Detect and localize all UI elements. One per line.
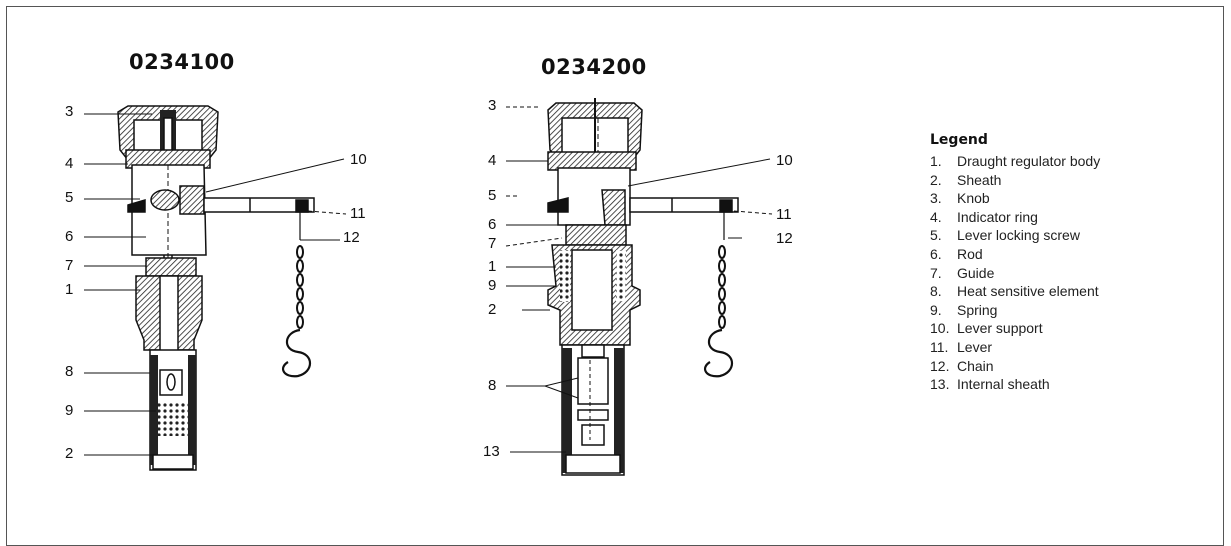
legend-item: 12. Chain [930,357,1100,376]
callout-left-1: 1 [65,281,74,298]
legend-item-label: Lever locking screw [957,227,1080,244]
legend-item-number: 1. [930,153,942,169]
legend-item: 3. Knob [930,189,1100,208]
legend-title: Legend [930,132,988,148]
legend-item-number: 11. [930,338,949,355]
callout-right-3: 3 [488,97,497,114]
callout-left-11: 11 [350,205,366,222]
legend-item: 9. Spring [930,301,1100,320]
legend-item-number: 4. [930,208,942,225]
legend-item-label: Internal sheath [957,376,1050,393]
legend-item-label: Draught regulator body [957,153,1101,169]
callout-right-9: 9 [488,277,497,294]
legend-item-number: 12. [930,357,950,374]
legend-item-label: Heat sensitive element [957,283,1099,300]
legend-list: 1. Draught regulator body 2. Sheath 3. Knob… [930,152,1100,394]
legend-item-label: Indicator ring [957,208,1038,225]
legend-item-number: 13. [930,376,950,393]
legend-item-number: 8. [930,283,942,300]
legend-item: 13. Internal sheath [930,375,1100,394]
legend-item-label: Spring [957,301,998,318]
callout-right-1: 1 [488,258,497,275]
legend-item-number: 3. [930,190,942,207]
callout-left-3: 3 [65,103,74,120]
callout-right-10: 10 [776,152,793,169]
legend-item-number: 6. [930,245,942,262]
callout-right-2: 2 [488,301,497,318]
callout-left-2: 2 [65,445,74,462]
legend-item-label: Sheath [957,171,1002,188]
callout-right-6: 6 [488,216,497,233]
legend-item: 10. Lever support [930,319,1100,338]
legend-item-label: Lever [957,338,993,355]
callout-right-12: 12 [776,230,793,247]
callout-right-4: 4 [488,152,497,169]
legend-item: 8. Heat sensitive element [930,282,1100,301]
callout-left-12: 12 [343,229,360,246]
callout-right-8: 8 [488,377,497,394]
drawing-0234100 [84,105,347,471]
legend-item-number: 9. [930,301,942,318]
legend-item-label: Guide [957,264,995,281]
legend-item-label: Lever support [957,320,1043,337]
legend-item-number: 7. [930,264,942,281]
legend-item: 7. Guide [930,264,1100,283]
model-title-0234200: 0234200 [541,55,647,79]
callout-left-4: 4 [65,155,74,172]
legend-item: 5. Lever locking screw [930,226,1100,245]
legend-item-number: 2. [930,171,942,188]
legend-item-number: 10. [930,320,950,337]
model-title-0234100: 0234100 [129,50,235,74]
callout-left-6: 6 [65,228,74,245]
callout-left-9: 9 [65,402,74,419]
callout-right-11: 11 [776,206,792,223]
legend-item-label: Rod [957,245,983,262]
legend: Legend 1. Draught regulator body 2. Sheath… [930,132,1100,394]
callout-right-13: 13 [483,443,500,460]
callout-right-7: 7 [488,235,497,252]
legend-item-number: 5. [930,227,942,244]
drawing-0234200 [505,98,773,476]
legend-item: 6. Rod [930,245,1100,264]
legend-item-label: Chain [957,357,994,374]
callout-left-10: 10 [350,151,367,168]
callout-right-5: 5 [488,187,497,204]
legend-item: 11. Lever [930,338,1100,357]
legend-item: 2. Sheath [930,171,1100,190]
legend-item-label: Knob [957,190,990,207]
legend-item: 1. Draught regulator body [930,152,1100,171]
callout-left-7: 7 [65,257,74,274]
callout-left-8: 8 [65,363,74,380]
callout-left-5: 5 [65,189,74,206]
legend-item: 4. Indicator ring [930,208,1100,227]
